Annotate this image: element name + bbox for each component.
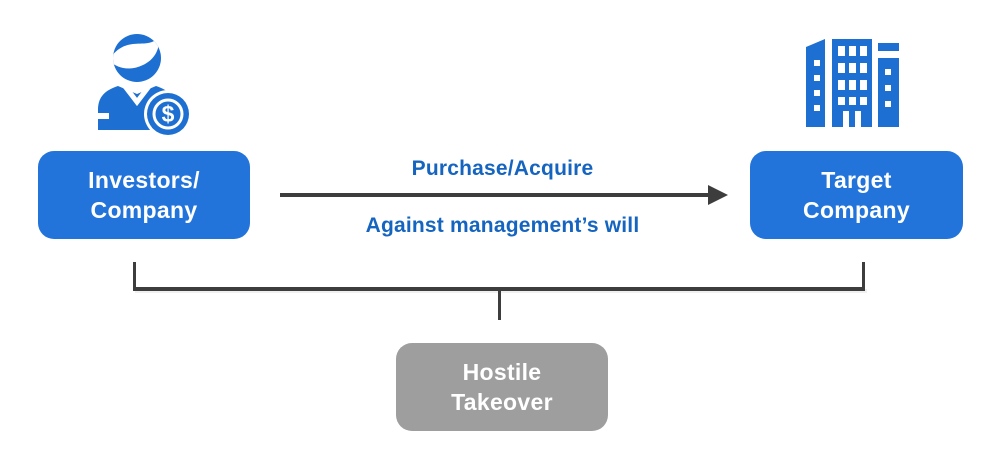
purchase-arrow-line xyxy=(280,193,710,197)
hostile-takeover-label-line2: Takeover xyxy=(451,389,553,415)
investors-company-label-line2: Company xyxy=(90,197,198,223)
investors-company-label-line1: Investors/ xyxy=(88,166,200,193)
bracket-left-vertical xyxy=(133,262,136,290)
target-company-label-line2: Company xyxy=(803,197,910,223)
hostile-takeover-node: Hostile Takeover xyxy=(396,343,608,431)
office-buildings-icon xyxy=(806,39,899,127)
target-company-label-line1: Target xyxy=(821,166,892,193)
bracket-center-stem xyxy=(498,291,501,320)
investor-dollar-icon: $ xyxy=(96,34,192,138)
hostile-takeover-label-line1: Hostile xyxy=(462,358,542,385)
dollar-sign-glyph: $ xyxy=(162,101,175,127)
target-company-node: Target Company xyxy=(750,151,963,239)
investors-company-node: Investors/ Company xyxy=(38,151,250,239)
bracket-horizontal xyxy=(133,287,865,291)
against-management-label: Against management’s will xyxy=(365,214,640,237)
purchase-acquire-label: Purchase/Acquire xyxy=(411,157,594,180)
purchase-arrow-head xyxy=(708,185,728,205)
bracket-right-vertical xyxy=(862,262,865,290)
